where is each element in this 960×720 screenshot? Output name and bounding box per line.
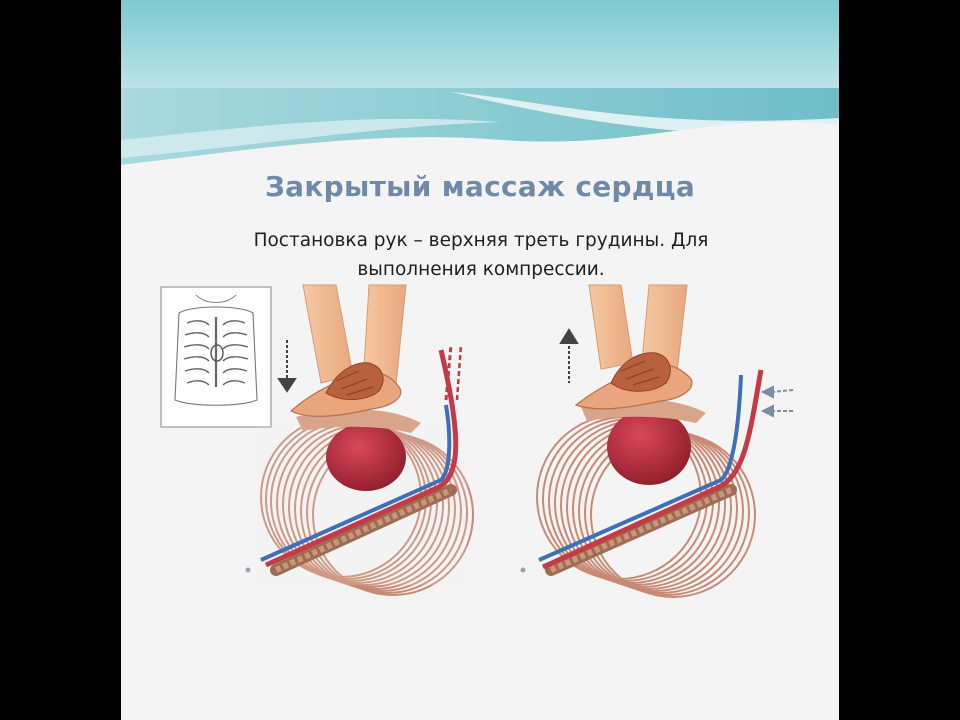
inflow-arrows-icon <box>760 385 794 418</box>
cpr-illustration <box>160 284 794 598</box>
heart-right <box>607 409 691 485</box>
header-wave-banner <box>121 0 839 170</box>
up-arrow-icon <box>559 328 579 383</box>
slide: Закрытый массаж сердца Постановка рук – … <box>121 0 839 720</box>
down-arrow-icon <box>277 340 297 393</box>
chest-position-inset <box>160 286 272 428</box>
slide-subtitle: Постановка рук – верхняя треть грудины. … <box>191 226 771 284</box>
slide-title: Закрытый массаж сердца <box>264 170 696 203</box>
subtitle-line-1: Постановка рук – верхняя треть грудины. … <box>253 230 709 251</box>
heart-left <box>326 423 406 491</box>
compression-down-panel <box>245 284 474 596</box>
subtitle-line-2: выполнения компрессии. <box>357 259 605 280</box>
release-up-panel <box>520 284 764 598</box>
